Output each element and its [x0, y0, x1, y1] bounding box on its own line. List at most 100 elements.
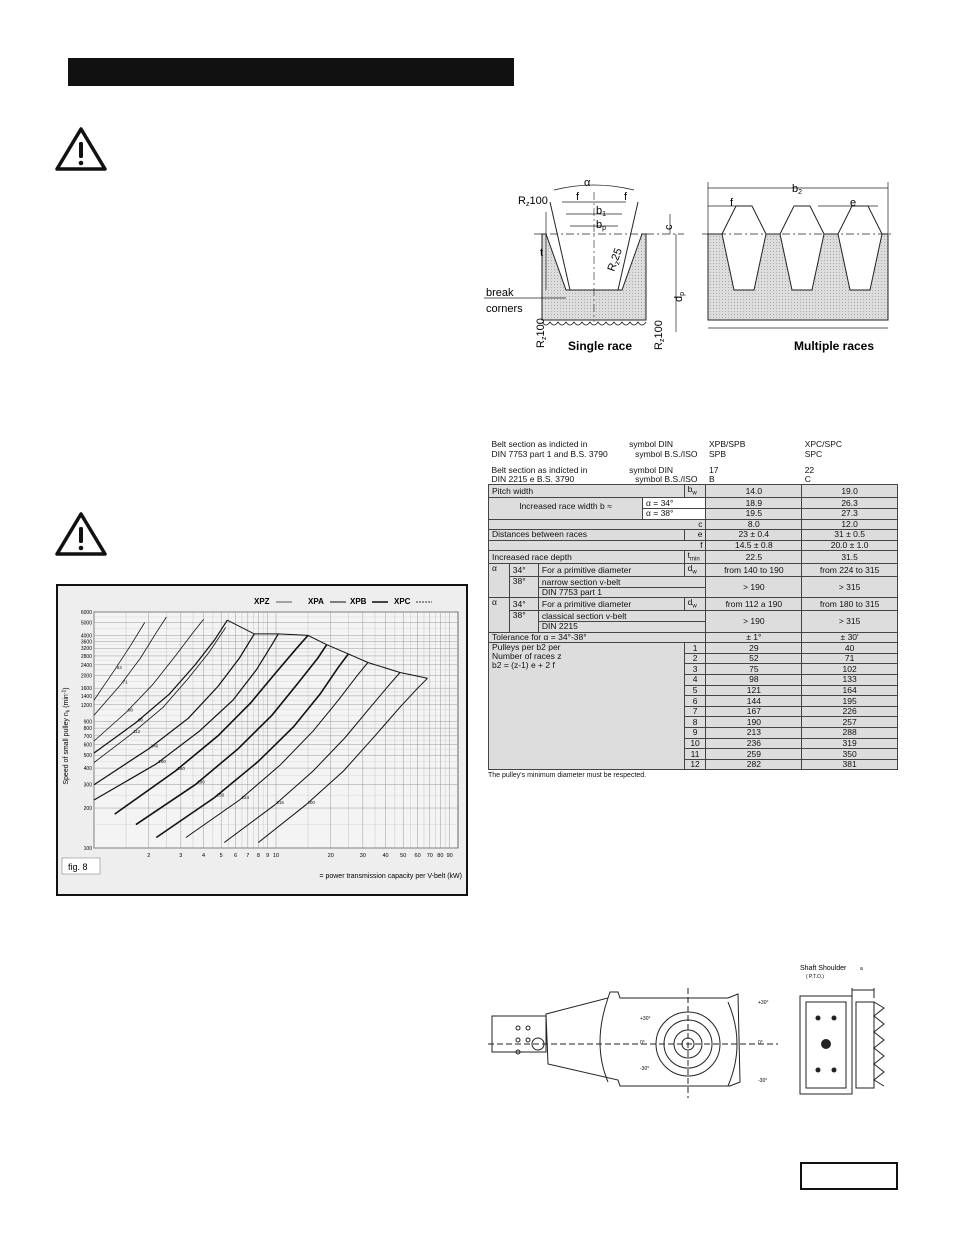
svg-text:f: f [576, 191, 580, 203]
y-tick-label: 1200 [81, 703, 92, 709]
svg-text:Rz100: Rz100 [518, 195, 548, 208]
series-line-xpc [258, 677, 428, 843]
svg-text:0°: 0° [640, 1040, 645, 1046]
svg-text:-30°: -30° [758, 1078, 767, 1084]
svg-text:Single race: Single race [568, 339, 632, 353]
x-tick-label: 8 [257, 853, 260, 859]
series-line-xpa [93, 633, 279, 801]
y-tick-label: 600 [84, 743, 93, 749]
table-footnote: The pulley's minimum diameter must be re… [488, 772, 647, 780]
x-tick-label: 6 [234, 853, 237, 859]
svg-text:bp: bp [596, 219, 606, 232]
curve-label: 315 [276, 800, 284, 805]
section-title-bar [68, 58, 514, 86]
svg-text:0°: 0° [758, 1040, 763, 1046]
y-tick-label: 1400 [81, 694, 92, 700]
curve-label: 112 [133, 729, 141, 734]
y-tick-label: 2000 [81, 673, 92, 679]
svg-text:Multiple races: Multiple races [794, 339, 874, 353]
svg-text:f: f [730, 197, 734, 209]
x-tick-label: 2 [147, 853, 150, 859]
svg-text:dp: dp [673, 292, 686, 302]
x-tick-label: 4 [202, 853, 205, 859]
curve-label: 160 [177, 766, 185, 771]
svg-text:t: t [540, 247, 543, 259]
x-tick-label: 80 [437, 853, 443, 859]
y-tick-label: 3200 [81, 646, 92, 652]
y-tick-label: 1600 [81, 686, 92, 692]
x-tick-label: 90 [447, 853, 453, 859]
svg-text:( P.T.O.): ( P.T.O.) [806, 974, 824, 980]
svg-text:Shaft Shoulder: Shaft Shoulder [800, 965, 847, 972]
x-axis-label: = power transmission capacity per V-belt… [319, 873, 462, 880]
svg-text:corners: corners [486, 303, 523, 315]
gearbox-drawing: +30° 0° -30° +30° 0° -30° Shaft Shoulder… [488, 958, 902, 1104]
curve-label: 400 [307, 800, 315, 805]
svg-text:b2: b2 [792, 183, 802, 196]
x-tick-label: 60 [415, 853, 421, 859]
svg-text:break: break [486, 287, 514, 299]
svg-text:+30°: +30° [640, 1016, 650, 1022]
y-tick-label: 800 [84, 726, 93, 732]
page-number-box [800, 1162, 898, 1190]
x-tick-label: 50 [400, 853, 406, 859]
fig-label: fig. 8 [68, 862, 88, 872]
curve-label: 90 [138, 718, 144, 723]
y-tick-label: 5000 [81, 621, 92, 627]
svg-text:e: e [850, 197, 856, 209]
series-line-xpc [185, 662, 369, 838]
legend-entry: XPZ [254, 597, 270, 606]
x-tick-label: 5 [220, 853, 223, 859]
legend-entry: XPA [308, 597, 324, 606]
x-tick-label: 7 [246, 853, 249, 859]
svg-text:b1: b1 [596, 205, 606, 218]
legend-entry: XPB [350, 597, 367, 606]
series-line-xpa [93, 633, 255, 786]
curve-label: 90 [128, 707, 134, 712]
warning-triangle-icon [54, 125, 108, 173]
curve-label: 200 [197, 780, 205, 785]
svg-text:Rz25: Rz25 [606, 247, 626, 274]
y-tick-label: 300 [84, 783, 93, 789]
series-line-xpa [93, 619, 228, 754]
y-tick-label: 2800 [81, 654, 92, 660]
series-line-xpb [114, 634, 309, 815]
curve-label: 224 [241, 795, 249, 800]
y-tick-label: 900 [84, 719, 93, 725]
y-tick-label: 4000 [81, 633, 92, 639]
y-tick-label: 200 [84, 806, 93, 812]
x-tick-label: 9 [266, 853, 269, 859]
svg-text:f: f [624, 191, 628, 203]
series-line-xpc [224, 672, 401, 843]
x-tick-label: 3 [179, 853, 182, 859]
warning-triangle-icon [54, 510, 108, 558]
x-tick-label: 70 [427, 853, 433, 859]
y-tick-label: 700 [84, 734, 93, 740]
x-tick-label: 30 [360, 853, 366, 859]
curve-label: 140 [151, 744, 159, 749]
y-tick-label: 400 [84, 766, 93, 772]
series-line-xpb [155, 653, 350, 839]
x-tick-label: 20 [328, 853, 334, 859]
svg-text:-30°: -30° [640, 1066, 649, 1072]
y-tick-label: 2400 [81, 663, 92, 669]
curve-label: 180 [158, 759, 166, 764]
y-tick-label: 500 [84, 753, 93, 759]
pulley-groove-diagram: α Rz100 f f b1 bp Rz25 t c break corners… [484, 172, 894, 358]
curve-label: 71 [123, 680, 129, 685]
svg-text:Rz100: Rz100 [535, 318, 548, 348]
x-tick-label: 10 [273, 853, 279, 859]
svg-text:a: a [860, 966, 863, 972]
y-tick-label: 3600 [81, 639, 92, 645]
curve-label: 250 [217, 793, 225, 798]
y-axis-label: Speed of small pulley nk (min-1) [62, 687, 72, 784]
legend-entry: XPC [394, 597, 411, 606]
y-tick-label: 6000 [81, 610, 92, 616]
